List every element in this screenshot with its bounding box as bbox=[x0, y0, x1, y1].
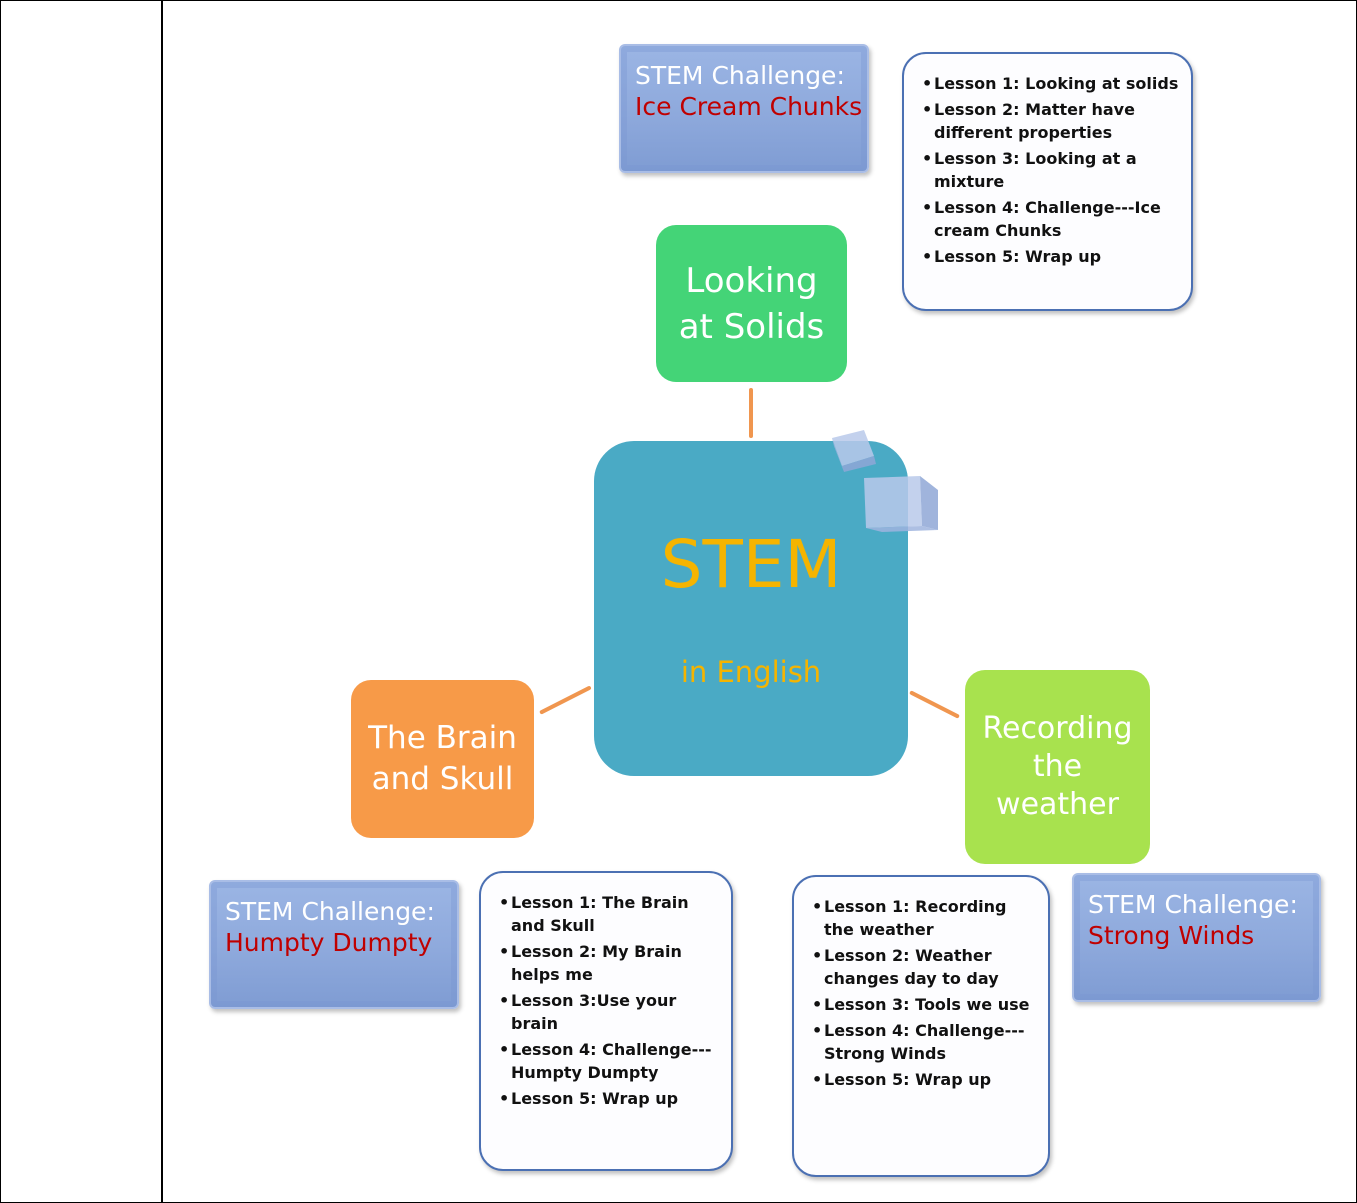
topic-looking-at-solids: Looking at Solids bbox=[656, 225, 847, 382]
lesson-item: Lesson 4: Challenge---Ice cream Chunks bbox=[922, 196, 1183, 242]
lesson-item: Lesson 2: My Brain helps me bbox=[499, 940, 723, 986]
lesson-item: Lesson 5: Wrap up bbox=[812, 1068, 1040, 1091]
challenge-strong-winds: STEM Challenge: Strong Winds bbox=[1072, 873, 1321, 1002]
center-title: STEM bbox=[660, 526, 842, 603]
lesson-item: Lesson 2: Weather changes day to day bbox=[812, 944, 1040, 990]
center-node bbox=[594, 441, 908, 776]
challenge-title: STEM Challenge: bbox=[635, 61, 845, 90]
lesson-item: Lesson 5: Wrap up bbox=[499, 1087, 723, 1110]
lesson-item: Lesson 5: Wrap up bbox=[922, 245, 1183, 268]
lesson-item: Lesson 3: Looking at a mixture bbox=[922, 147, 1183, 193]
topic-label-brain: The Brain and Skull bbox=[368, 720, 517, 797]
challenge-ice-cream: STEM Challenge: Ice Cream Chunks bbox=[619, 44, 869, 173]
lesson-item: Lesson 3:Use your brain bbox=[499, 989, 723, 1035]
topic-label-solids: Looking at Solids bbox=[678, 260, 825, 347]
center-subtitle: in English bbox=[680, 655, 822, 689]
topic-brain-and-skull: The Brain and Skull bbox=[351, 680, 534, 838]
challenge-humpty-dumpty: STEM Challenge: Humpty Dumpty bbox=[209, 880, 459, 1009]
topic-recording-weather: Recording the weather bbox=[965, 670, 1150, 864]
lesson-item: Lesson 4: Challenge---Strong Winds bbox=[812, 1019, 1040, 1065]
lesson-item: Lesson 2: Matter have different properti… bbox=[922, 98, 1183, 144]
table-column-divider bbox=[161, 0, 163, 1203]
lesson-item: Lesson 1: The Brain and Skull bbox=[499, 891, 723, 937]
lesson-item: Lesson 1: Recording the weather bbox=[812, 895, 1040, 941]
challenge-title: STEM Challenge: bbox=[225, 897, 435, 926]
lesson-item: Lesson 3: Tools we use bbox=[812, 993, 1040, 1016]
challenge-name: Strong Winds bbox=[1088, 921, 1255, 950]
connector-solids bbox=[749, 388, 753, 438]
challenge-name: Humpty Dumpty bbox=[225, 928, 433, 957]
lesson-item: Lesson 1: Looking at solids bbox=[922, 72, 1183, 95]
lessons-weather: Lesson 1: Recording the weather Lesson 2… bbox=[792, 875, 1050, 1177]
lessons-brain: Lesson 1: The Brain and Skull Lesson 2: … bbox=[479, 871, 733, 1171]
challenge-title: STEM Challenge: bbox=[1088, 890, 1298, 919]
ice-cube-icon-large bbox=[864, 476, 938, 532]
ice-cube-icon-small bbox=[832, 430, 876, 472]
lesson-item: Lesson 4: Challenge---Humpty Dumpty bbox=[499, 1038, 723, 1084]
lessons-solids: Lesson 1: Looking at solids Lesson 2: Ma… bbox=[902, 52, 1193, 311]
challenge-name: Ice Cream Chunks bbox=[635, 92, 863, 121]
topic-label-weather: Recording the weather bbox=[982, 711, 1133, 822]
